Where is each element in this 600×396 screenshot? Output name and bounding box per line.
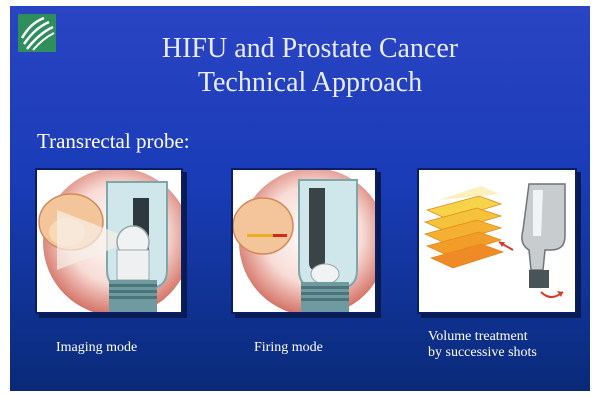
- caption-imaging-mode: Imaging mode: [56, 340, 137, 356]
- imaging-mode-image: [35, 168, 183, 314]
- firing-mode-image: [231, 168, 377, 314]
- wave-logo-icon: [18, 14, 56, 52]
- subtitle: Transrectal probe:: [37, 129, 190, 154]
- caption-firing-mode: Firing mode: [254, 340, 323, 356]
- title-line-1: HIFU and Prostate Cancer: [80, 32, 540, 66]
- caption-volume-line-2: by successive shots: [428, 345, 588, 361]
- slide: HIFU and Prostate Cancer Technical Appro…: [10, 6, 590, 391]
- volume-treatment-image: [417, 168, 577, 314]
- caption-volume-line-1: Volume treatment: [428, 329, 588, 345]
- slide-title: HIFU and Prostate Cancer Technical Appro…: [80, 32, 540, 100]
- title-line-2: Technical Approach: [80, 66, 540, 100]
- caption-volume-treatment: Volume treatment by successive shots: [428, 329, 588, 361]
